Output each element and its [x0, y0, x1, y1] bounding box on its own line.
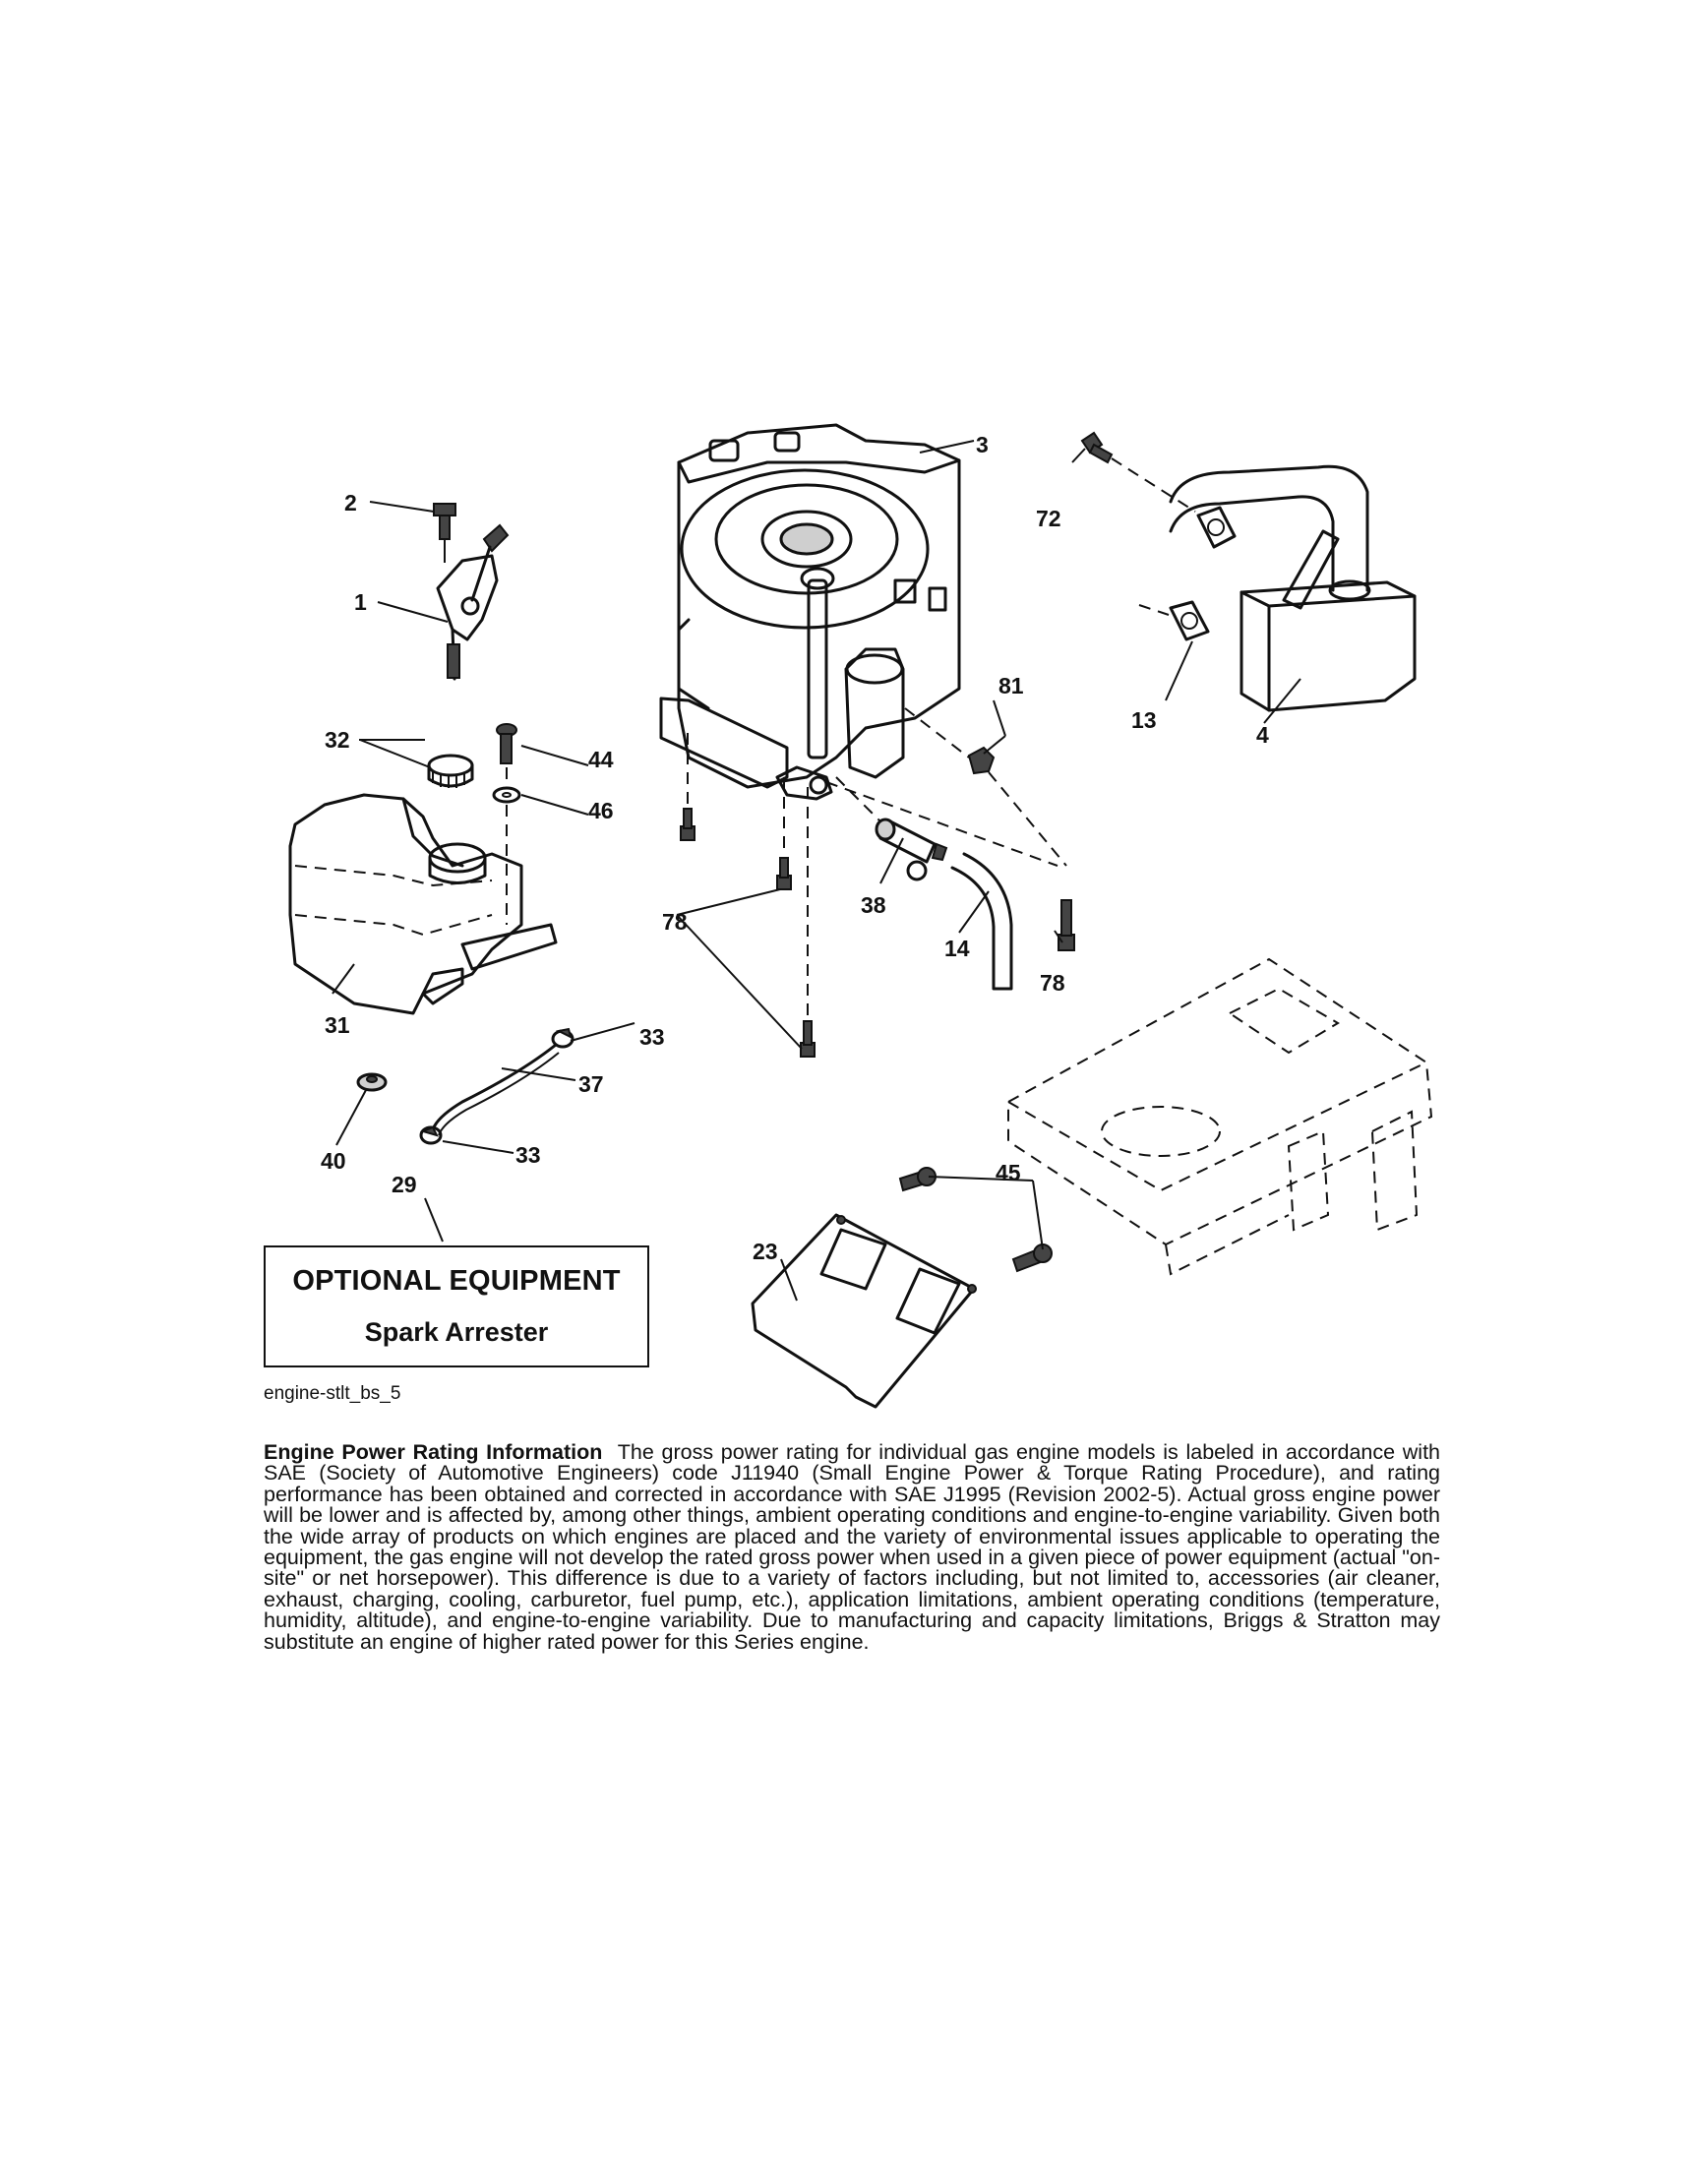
- callout-33b: 33: [515, 1142, 541, 1168]
- nut-81: [967, 746, 996, 775]
- grommet-40: [356, 1072, 388, 1092]
- callout-40: 40: [321, 1148, 346, 1174]
- callout-23: 23: [753, 1239, 778, 1264]
- clamp-33-upper: [551, 1027, 574, 1049]
- gasket-13: [1169, 506, 1237, 641]
- engine-bolts-78: [680, 808, 1075, 1058]
- callout-31: 31: [325, 1012, 350, 1038]
- rating-body: The gross power rating for individual ga…: [264, 1440, 1440, 1654]
- callout-78a: 78: [662, 909, 688, 935]
- callout-29: 29: [392, 1172, 417, 1197]
- screw-2: [433, 503, 456, 540]
- exploded-parts-diagram: 2 1 3 72 13 4 81 32 44 46 38 78 14 78 31…: [288, 423, 1433, 1409]
- screws-45: [898, 1167, 1053, 1273]
- fuel-tank: [288, 793, 558, 1015]
- fuel-hose: [431, 1043, 558, 1131]
- optional-equipment-box: OPTIONAL EQUIPMENT Spark Arrester: [264, 1245, 649, 1367]
- callout-37: 37: [578, 1071, 604, 1097]
- callout-2: 2: [344, 490, 357, 516]
- leader-lines: [332, 440, 1301, 1302]
- rating-heading: Engine Power Rating Information: [264, 1440, 603, 1464]
- callout-44: 44: [588, 747, 614, 772]
- fuel-line: [950, 852, 1013, 991]
- callout-72: 72: [1036, 506, 1061, 531]
- chassis-plate: [1007, 957, 1433, 1276]
- muffler: [1169, 464, 1417, 712]
- callout-13: 13: [1131, 707, 1157, 733]
- callout-46: 46: [588, 798, 614, 823]
- callout-38: 38: [861, 892, 886, 918]
- washer-46: [492, 786, 521, 804]
- callout-78b: 78: [1040, 970, 1065, 996]
- callout-45: 45: [996, 1160, 1021, 1185]
- heat-shield: [751, 1213, 977, 1409]
- spark-arrester-label: Spark Arrester: [364, 1317, 549, 1347]
- callout-33a: 33: [639, 1024, 665, 1050]
- clamp-33-lower: [419, 1125, 443, 1145]
- callout-81: 81: [998, 673, 1024, 698]
- callout-4: 4: [1256, 722, 1269, 748]
- fuel-filter: [875, 818, 948, 881]
- callout-14: 14: [944, 936, 970, 961]
- diagram-code: engine-stlt_bs_5: [264, 1383, 401, 1404]
- callout-32: 32: [325, 727, 350, 753]
- bolt-44: [496, 723, 517, 764]
- callout-1: 1: [354, 589, 367, 615]
- fuel-cap: [427, 754, 474, 788]
- optional-equipment-title: OPTIONAL EQUIPMENT: [292, 1265, 621, 1297]
- bolt-72: [1080, 431, 1114, 464]
- callout-labels: 2 1 3 72 13 4 81 32 44 46 38 78 14 78 31…: [321, 432, 1269, 1264]
- engine-power-rating-paragraph: Engine Power Rating Information The gros…: [264, 1440, 1440, 1654]
- engine: [659, 423, 961, 801]
- callout-3: 3: [976, 432, 989, 457]
